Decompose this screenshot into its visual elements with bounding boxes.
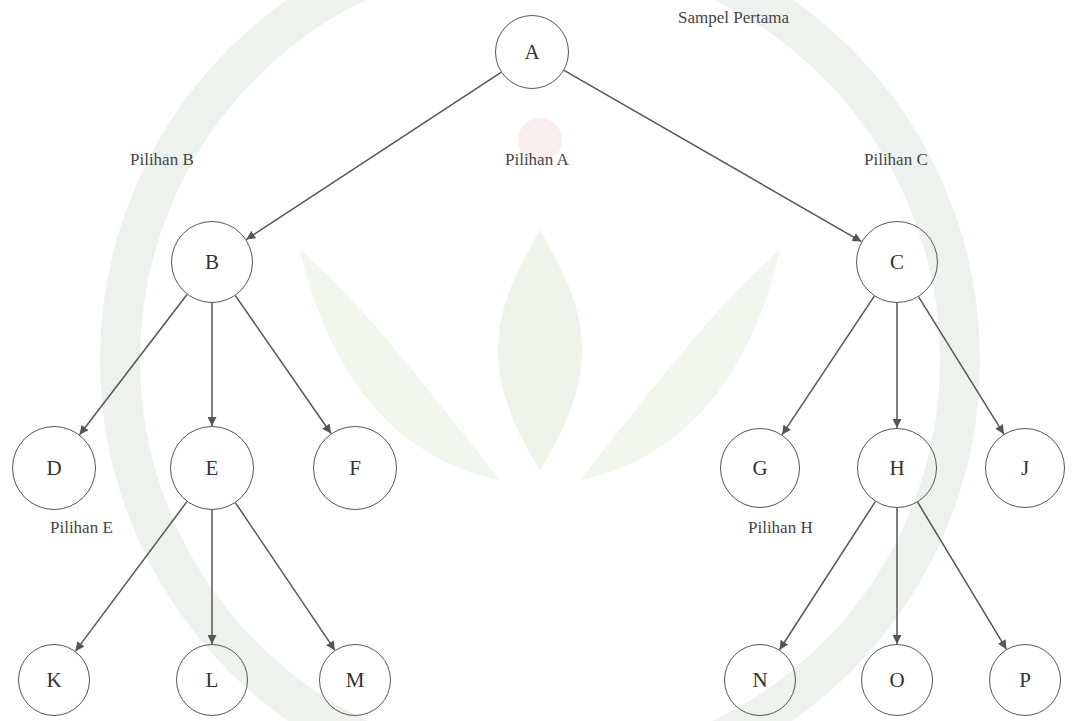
node-letter: F	[349, 456, 361, 481]
arrow-connector	[919, 297, 1004, 434]
arrow-connector	[235, 503, 334, 650]
arrow-connector	[211, 510, 213, 644]
node-letter: C	[890, 250, 904, 275]
watermark-leaf	[300, 250, 500, 480]
circle-node: E	[170, 426, 254, 510]
node-letter: K	[46, 668, 61, 693]
arrow-connector	[896, 303, 898, 428]
circle-node: F	[313, 426, 397, 510]
node-letter: O	[889, 668, 904, 693]
node-letter: L	[206, 668, 219, 693]
annotation-label: Sampel Pertama	[678, 8, 789, 28]
arrow-connector	[782, 296, 874, 435]
node-letter: D	[46, 456, 61, 481]
circle-node: J	[985, 428, 1065, 508]
circle-node: A	[495, 15, 569, 89]
annotation-label: Pilihan E	[50, 518, 113, 538]
node-letter: P	[1019, 668, 1031, 693]
node-letter: B	[205, 250, 219, 275]
circle-node: M	[319, 644, 391, 716]
watermark-leaf	[498, 230, 582, 470]
circle-node: N	[724, 644, 796, 716]
arrow-connector	[235, 296, 331, 434]
node-letter: A	[524, 40, 539, 65]
node-letter: E	[206, 456, 219, 481]
node-letter: M	[346, 668, 365, 693]
annotation-label: Pilihan C	[864, 150, 928, 170]
node-letter: H	[889, 456, 904, 481]
node-letter: N	[752, 668, 767, 693]
circle-node: B	[171, 221, 253, 303]
arrow-connector	[80, 295, 187, 435]
arrow-connector	[918, 502, 1007, 649]
circle-node: O	[861, 644, 933, 716]
annotation-label: Pilihan H	[748, 518, 813, 538]
arrow-connector	[564, 70, 861, 241]
circle-node: K	[18, 644, 90, 716]
watermark-ring	[120, 0, 960, 721]
circle-node: G	[720, 428, 800, 508]
annotation-label: Pilihan A	[505, 150, 569, 170]
node-letter: J	[1021, 456, 1029, 481]
watermark-leaf	[580, 250, 780, 480]
circle-node: P	[989, 644, 1061, 716]
node-letter: G	[752, 456, 767, 481]
arrow-connector	[246, 72, 501, 239]
circle-node: L	[176, 644, 248, 716]
circle-node: C	[856, 221, 938, 303]
annotation-label: Pilihan B	[130, 150, 194, 170]
circle-node: D	[12, 426, 96, 510]
circle-node: H	[857, 428, 937, 508]
arrow-connector	[896, 508, 898, 644]
arrow-connector	[211, 303, 213, 426]
